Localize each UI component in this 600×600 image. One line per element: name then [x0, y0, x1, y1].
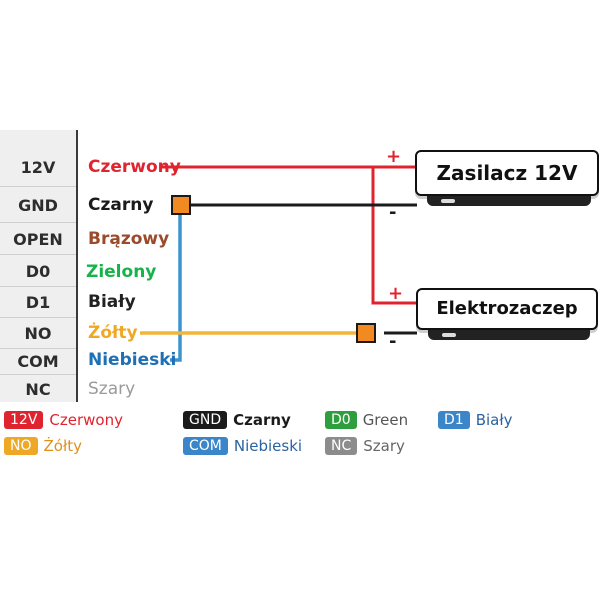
legend-text: Biały [475, 411, 513, 429]
wire-label-bialy: Biały [88, 292, 136, 312]
pin-label-gnd: GND [18, 196, 58, 215]
legend-item-d0: D0 Green [325, 411, 408, 429]
psu-base-marker [441, 199, 455, 203]
legend-badge: NC [325, 437, 358, 455]
pin-label-open: OPEN [13, 230, 63, 249]
pin-label-nc: NC [25, 380, 51, 399]
legend-badge: NO [4, 437, 38, 455]
legend-item-gnd: GND Czarny [183, 411, 291, 429]
pin-label-com: COM [17, 352, 59, 371]
legend-text: Czarny [233, 411, 291, 429]
psu-minus-sign: - [389, 202, 397, 223]
legend-item-com: COM Niebieski [183, 437, 302, 455]
lock-title: Elektrozaczep [436, 298, 578, 319]
lock-plus-sign: + [388, 283, 404, 304]
legend-badge: 12V [4, 411, 44, 429]
wire-label-zolty: Żółty [88, 323, 138, 343]
pin-divider [0, 286, 76, 287]
wire-blue-com [170, 213, 182, 362]
lock-base [428, 330, 590, 340]
wire-label-czerwony: Czerwony [88, 157, 181, 177]
legend-text: Żółty [43, 437, 82, 455]
pin-divider [0, 348, 76, 349]
wire-label-zielony: Zielony [86, 262, 157, 282]
power-supply-device: Zasilacz 12V [415, 150, 599, 206]
terminal-block: 12V GND OPEN D0 D1 NO COM NC [0, 130, 78, 402]
pin-label-no: NO [24, 324, 52, 343]
wire-label-niebieski: Niebieski [88, 350, 177, 370]
legend-text: Niebieski [233, 437, 303, 455]
junction-gnd-com [171, 195, 191, 215]
legend-text: Czerwony [49, 411, 123, 429]
legend-badge: D0 [325, 411, 357, 429]
pin-label-12v: 12V [20, 158, 56, 177]
legend-text: Szary [363, 437, 405, 455]
pin-divider [0, 317, 76, 318]
legend-item-no: NO Żółty [4, 437, 82, 455]
pin-divider [0, 186, 76, 187]
lock-base-marker [442, 333, 456, 337]
wire-label-brazowy: Brązowy [88, 229, 170, 249]
legend-badge: GND [183, 411, 228, 429]
legend-text: Green [362, 411, 409, 429]
legend-item-d1: D1 Biały [438, 411, 512, 429]
pin-divider [0, 254, 76, 255]
pin-divider [0, 374, 76, 375]
legend-item-nc: NC Szary [325, 437, 405, 455]
legend-badge: COM [183, 437, 228, 455]
legend-item-12v: 12V Czerwony [4, 411, 123, 429]
wire-label-czarny: Czarny [88, 195, 154, 215]
pin-label-d1: D1 [25, 293, 51, 312]
lock-minus-sign: - [389, 331, 397, 352]
wire-red-to-lock [371, 167, 416, 305]
pin-divider [0, 222, 76, 223]
pin-label-d0: D0 [25, 262, 51, 281]
junction-no-lock [356, 323, 376, 343]
legend-badge: D1 [438, 411, 470, 429]
wire-label-szary: Szary [88, 379, 136, 399]
electric-strike-device: Elektrozaczep [416, 288, 598, 340]
psu-plus-sign: + [386, 146, 402, 167]
psu-base [427, 196, 591, 206]
psu-title: Zasilacz 12V [436, 161, 578, 185]
